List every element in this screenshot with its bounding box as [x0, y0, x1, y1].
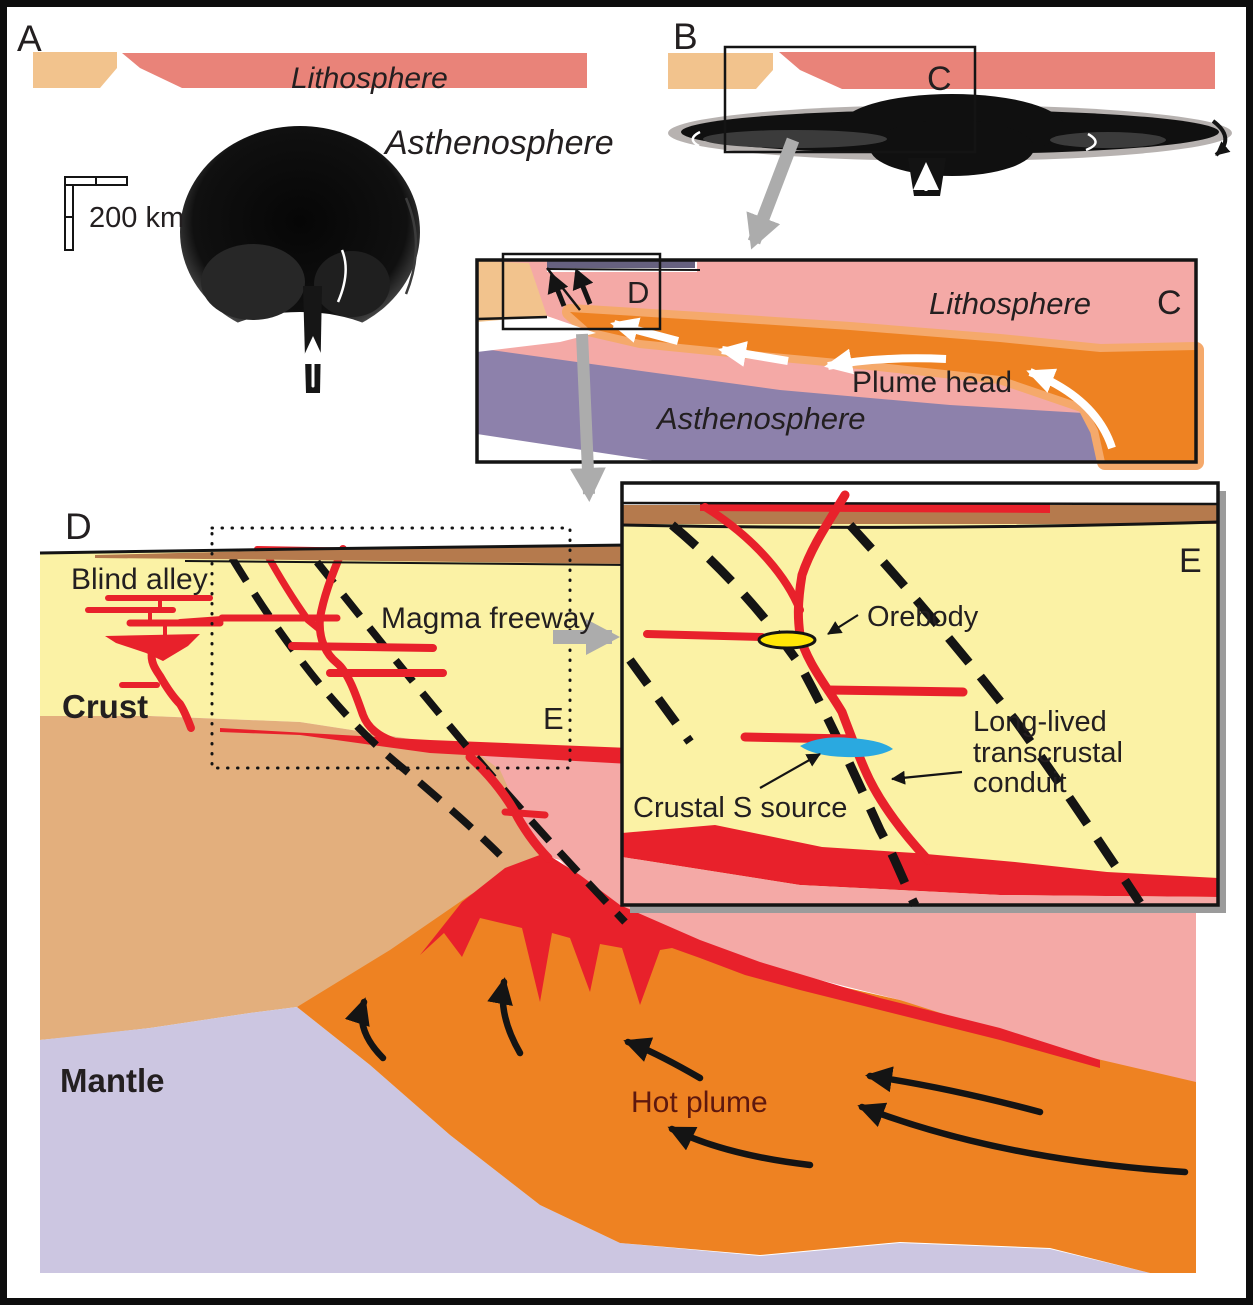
- panel-c-art: [475, 252, 1204, 502]
- orebody-label: Orebody: [867, 601, 979, 633]
- panel-c-lithosphere-label: Lithosphere: [929, 286, 1092, 321]
- panel-b-inset-c-label: C: [927, 60, 952, 98]
- panel-a-asthenosphere-label: Asthenosphere: [385, 124, 614, 162]
- panel-c-letter: C: [1157, 284, 1182, 322]
- blind-alley-label: Blind alley: [71, 563, 208, 596]
- inset-locator-box-c: [723, 45, 977, 154]
- panel-b-art: [668, 45, 1232, 250]
- panel-c-asthenosphere-label: Asthenosphere: [657, 401, 866, 436]
- scale-bar-label: 200 km: [89, 202, 185, 234]
- panel-a-lithosphere-label: Lithosphere: [291, 62, 448, 95]
- inset-locator-box-d: [501, 252, 662, 331]
- mantle-label: Mantle: [60, 1062, 165, 1099]
- panel-c-inset-d-label: D: [627, 275, 650, 310]
- panel-c-plume-head-label: Plume head: [852, 366, 1013, 399]
- hot-plume-label: Hot plume: [631, 1086, 768, 1119]
- panel-a-letter: A: [17, 18, 42, 59]
- crust-label: Crust: [62, 688, 149, 725]
- panel-d-inset-e-label: E: [543, 701, 564, 736]
- magma-freeway-label: Magma freeway: [381, 602, 595, 635]
- crustal-s-source-label: Crustal S source: [633, 792, 848, 824]
- panel-b-letter: B: [673, 16, 698, 57]
- panel-a-art: [33, 52, 587, 396]
- inset-locator-box-e: [210, 526, 572, 770]
- orebody-lens: [757, 630, 817, 650]
- transcrustal-conduit-label: Long-lived transcrustal conduit: [973, 706, 1123, 800]
- panel-e-letter: E: [1179, 542, 1202, 580]
- panel-e-art: [620, 481, 1226, 913]
- scale-bar: [64, 176, 128, 251]
- panel-d-letter: D: [65, 506, 92, 547]
